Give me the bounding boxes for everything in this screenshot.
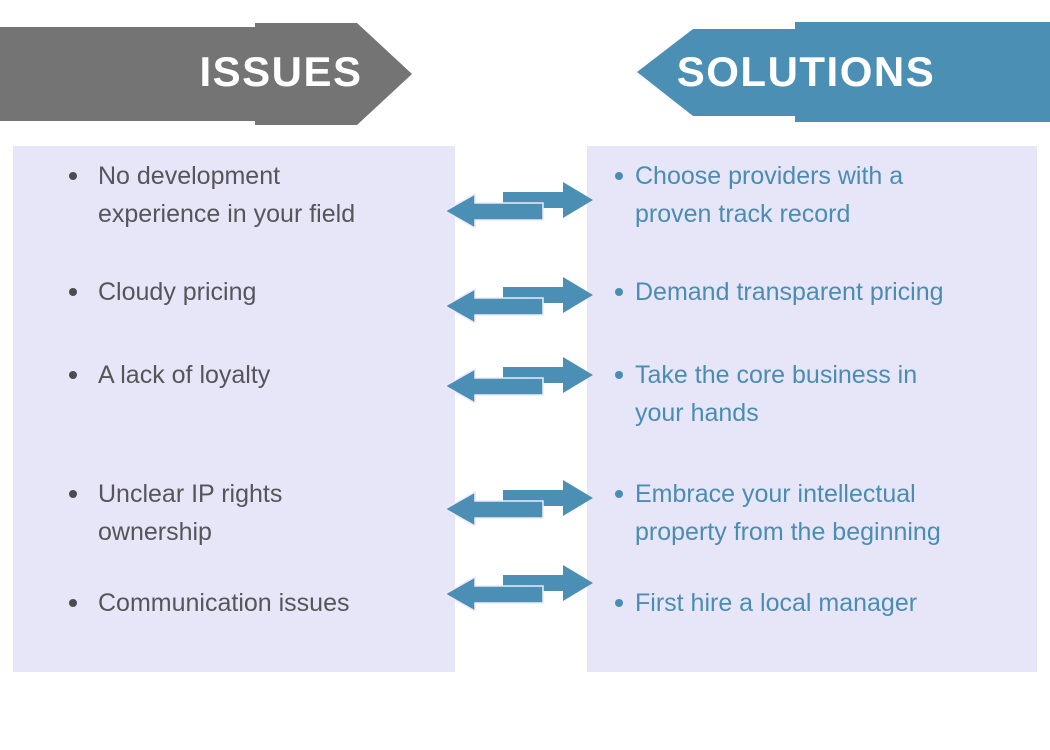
right-arrow-shape bbox=[503, 480, 593, 516]
right-arrow-shape bbox=[503, 182, 593, 218]
issue-item-text: Unclear IP rights ownership bbox=[98, 480, 283, 546]
double-arrow-icon bbox=[445, 565, 593, 611]
right-arrow-shape bbox=[503, 357, 593, 393]
double-arrow-icon bbox=[445, 182, 593, 228]
solution-item-text: Embrace your intellectual property from … bbox=[635, 480, 941, 546]
double-arrow-icon bbox=[445, 277, 593, 323]
double-arrow-icon bbox=[445, 480, 593, 526]
issue-item-text: Communication issues bbox=[98, 589, 350, 617]
issues-banner-title: ISSUES bbox=[199, 48, 363, 95]
issue-item-3: A lack of loyalty bbox=[62, 356, 437, 394]
issues-banner-arrow bbox=[0, 23, 412, 125]
solution-item-text: Demand transparent pricing bbox=[635, 278, 944, 306]
bullet-dot-icon bbox=[69, 172, 77, 180]
solution-item-2: Demand transparent pricing bbox=[608, 273, 1028, 311]
solutions-banner-title: SOLUTIONS bbox=[676, 48, 936, 95]
solution-item-4: Embrace your intellectual property from … bbox=[608, 475, 1028, 551]
solution-item-text: Take the core business in your hands bbox=[635, 361, 918, 427]
left-arrow-shape bbox=[445, 287, 544, 323]
banner-shapes bbox=[0, 22, 1050, 125]
issue-item-1: No development experience in your field bbox=[62, 157, 437, 233]
solution-item-text: First hire a local manager bbox=[635, 589, 918, 617]
solutions-panel bbox=[587, 146, 1037, 672]
left-arrow-shape bbox=[445, 575, 544, 611]
right-arrow-shape bbox=[503, 277, 593, 313]
issues-panel bbox=[13, 146, 455, 672]
right-arrow-shape bbox=[503, 565, 593, 601]
bullet-dot-icon bbox=[69, 599, 77, 607]
left-arrow-shape bbox=[445, 490, 544, 526]
issue-item-5: Communication issues bbox=[62, 584, 437, 622]
solution-item-5: First hire a local manager bbox=[608, 584, 1028, 622]
bullet-dot-icon bbox=[69, 490, 77, 498]
bullet-dot-icon bbox=[69, 371, 77, 379]
bullet-dot-icon bbox=[615, 599, 623, 607]
issue-item-2: Cloudy pricing bbox=[62, 273, 437, 311]
issue-item-4: Unclear IP rights ownership bbox=[62, 475, 437, 551]
bullet-dot-icon bbox=[615, 172, 623, 180]
bullet-dot-icon bbox=[615, 490, 623, 498]
left-arrow-shape bbox=[445, 192, 544, 228]
issue-item-text: A lack of loyalty bbox=[98, 361, 271, 389]
solution-item-1: Choose providers with a proven track rec… bbox=[608, 157, 1028, 233]
double-arrow-icon bbox=[445, 357, 593, 403]
solution-item-text: Choose providers with a proven track rec… bbox=[635, 162, 904, 228]
solution-item-3: Take the core business in your hands bbox=[608, 356, 1028, 432]
issue-item-text: No development experience in your field bbox=[98, 162, 356, 228]
bullet-dot-icon bbox=[615, 288, 623, 296]
left-arrow-shape bbox=[445, 367, 544, 403]
bullet-dot-icon bbox=[69, 288, 77, 296]
issue-item-text: Cloudy pricing bbox=[98, 278, 257, 306]
bullet-dot-icon bbox=[615, 371, 623, 379]
solutions-banner-arrow bbox=[637, 22, 1050, 122]
